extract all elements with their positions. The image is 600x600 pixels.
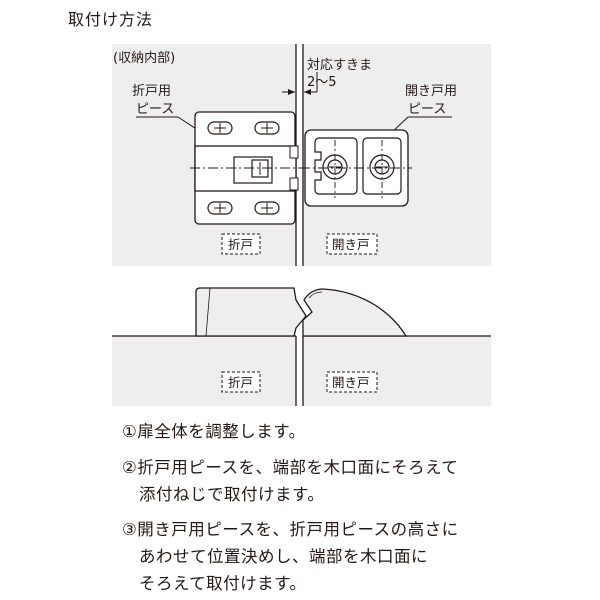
step-3-line-1: ③開き戸用ピースを、折戸用ピースの高さに bbox=[122, 520, 459, 539]
opening-door-tag: 開き戸 bbox=[332, 237, 370, 252]
step-3-line-3: そろえて取付けます。 bbox=[139, 574, 307, 593]
step-2-line-1: ②折戸用ピースを、端部を木口面にそろえて bbox=[122, 458, 459, 477]
page-title: 取付け方法 bbox=[68, 10, 154, 29]
opening-piece-profile bbox=[302, 288, 408, 337]
folding-piece-profile bbox=[195, 287, 307, 337]
bottom-folding-door-tag: 折戸 bbox=[228, 375, 253, 390]
bottom-opening-door-tag-box bbox=[326, 371, 378, 393]
step-1: ①扉全体を調整します。 bbox=[122, 418, 306, 445]
folding-door-tag-box bbox=[221, 233, 261, 255]
step-2-line-2: 添付ねじで取付けます。 bbox=[139, 485, 325, 504]
opening-door-piece bbox=[300, 129, 412, 207]
opening-door-section bbox=[303, 336, 491, 406]
top-diagram: (収納内部) 対応すきま 2～5 折戸用 ピース 開き戸用 ピース bbox=[112, 44, 491, 266]
step-2: ②折戸用ピースを、端部を木口面にそろえて 添付ねじで取付けます。 bbox=[122, 454, 458, 508]
gap-label-line1: 対応すきま bbox=[307, 58, 372, 73]
folding-piece-label-line1: 折戸用 bbox=[132, 84, 171, 99]
folding-piece-label-line2: ピース bbox=[136, 102, 174, 117]
opening-door-tag-box bbox=[326, 233, 378, 255]
gap-label-line2: 2～5 bbox=[307, 75, 337, 90]
folding-door-piece bbox=[190, 111, 300, 225]
opening-piece-label-line1: 開き戸用 bbox=[405, 84, 457, 99]
bottom-folding-door-tag-box bbox=[221, 371, 261, 393]
installation-diagram: (収納内部) 対応すきま 2～5 折戸用 ピース 開き戸用 ピース bbox=[112, 44, 491, 406]
step-1-line-1: ①扉全体を調整します。 bbox=[122, 422, 306, 441]
folding-door-section bbox=[112, 336, 296, 406]
step-3-line-2: あわせて位置決めし、端部を木口面に bbox=[139, 547, 428, 566]
opening-piece-label-line2: ピース bbox=[408, 102, 446, 117]
step-3: ③開き戸用ピースを、折戸用ピースの高さに あわせて位置決めし、端部を木口面に そ… bbox=[122, 516, 459, 597]
bottom-diagram: 折戸 開き戸 bbox=[112, 287, 491, 406]
cabinet-interior-label: (収納内部) bbox=[113, 50, 175, 66]
bottom-opening-door-tag: 開き戸 bbox=[332, 375, 370, 390]
gap-dimension bbox=[282, 72, 318, 95]
folding-door-tag: 折戸 bbox=[228, 237, 253, 252]
